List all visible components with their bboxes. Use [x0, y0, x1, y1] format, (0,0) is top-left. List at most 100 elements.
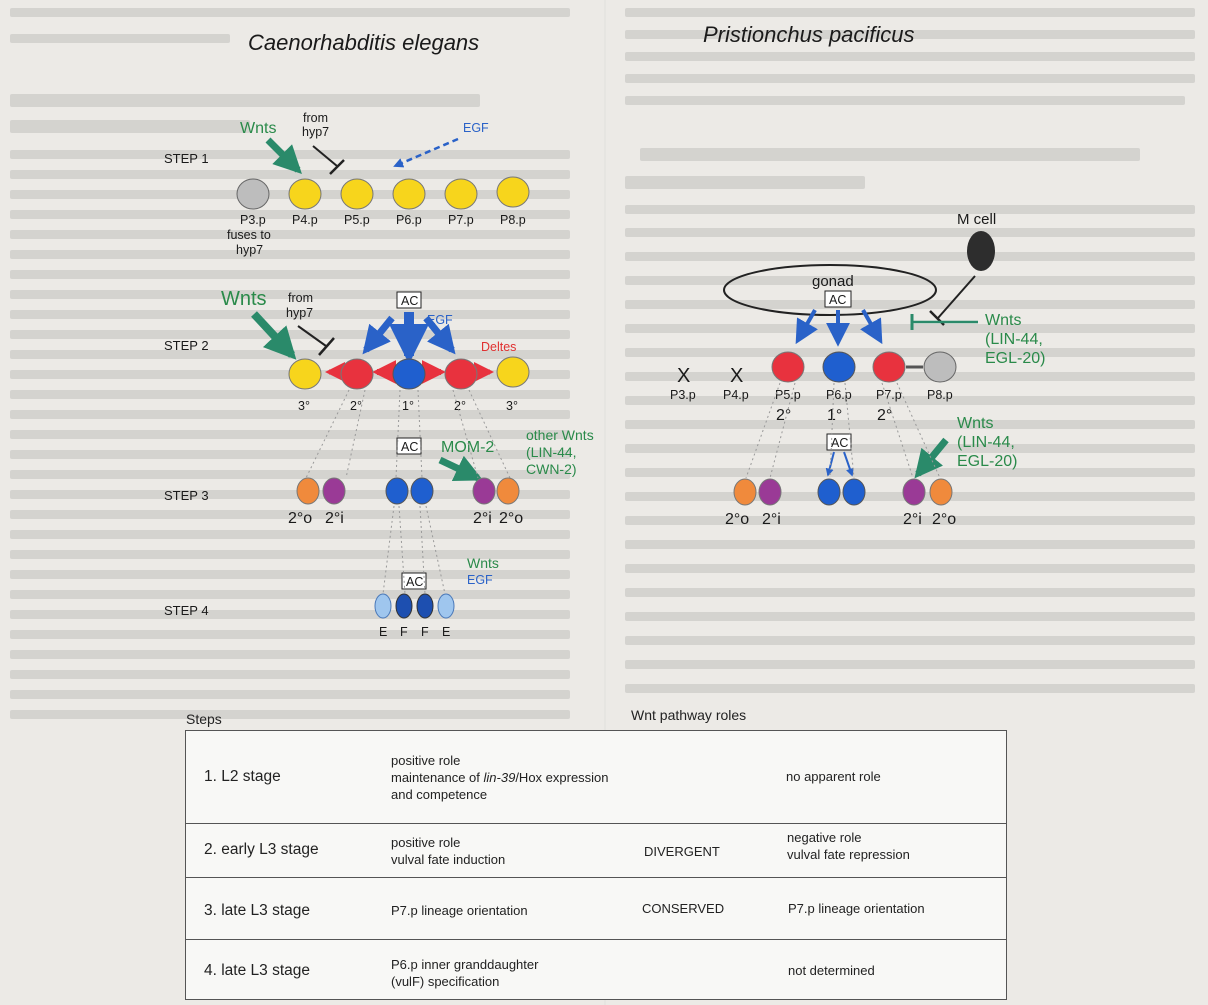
ce-role-line: vulval fate induction [391, 852, 506, 867]
table-row: 1. L2 stage positive role maintenance of… [186, 731, 1006, 823]
pp-role-line: negative role [787, 830, 862, 845]
cell-label-p7p: P7.p [448, 213, 474, 227]
anchor-cell-box [824, 290, 852, 308]
fate-label: 3° [298, 399, 310, 413]
cell-p3p [236, 178, 270, 210]
cell-primary [392, 358, 426, 390]
ac-arrow-right [843, 451, 854, 477]
pp-role-line: vulval fate repression [787, 847, 910, 862]
wnts2-line2: (LIN-44, [957, 434, 1015, 451]
wnts1-line1: Wnts [985, 312, 1021, 329]
cell-2i-left [322, 477, 346, 505]
title-c-elegans: Caenorhabditis elegans [248, 30, 479, 55]
lineage-line [395, 389, 401, 479]
relation-cell: DIVERGENT [644, 844, 720, 859]
egf-arrow [393, 137, 459, 168]
lineage-line [881, 382, 914, 479]
lineage-line [769, 382, 796, 479]
cell-label: 2°o [725, 511, 749, 528]
mom2-label: MOM-2 [441, 439, 494, 456]
cell-e-left [374, 593, 392, 619]
pp-role-cell: not determined [788, 963, 875, 978]
cell-label: F [400, 625, 408, 639]
from-hyp7-line1: from [303, 111, 328, 125]
cell-label: 2°i [762, 511, 781, 528]
lineage-line [382, 505, 395, 595]
lineage-line [452, 389, 479, 479]
cell-2o-left [296, 477, 320, 505]
wnt-roles-header: Wnt pathway roles [631, 707, 747, 723]
cell-label-p6p: P6.p [396, 213, 422, 227]
fate-label: 1° [827, 407, 842, 424]
step4-label: STEP 4 [164, 603, 209, 618]
lineage-line [829, 382, 835, 479]
table-row: 3. late L3 stage P7.p lineage orientatio… [186, 877, 1006, 940]
cell-label: P3.p [670, 388, 696, 402]
ce-role-cell: positive role vulval fate induction [391, 834, 505, 868]
wnts2-line3: EGL-20) [957, 453, 1017, 470]
gonad-outline [723, 264, 937, 316]
wnts-label: Wnts [467, 555, 499, 571]
ac-label: AC [401, 294, 418, 308]
lineage-line [468, 389, 511, 479]
cell-secondary-left [340, 358, 374, 390]
cell-label-p5p: P5.p [344, 213, 370, 227]
m-cell-inhibition-line [937, 275, 976, 319]
cell-1-right [410, 477, 434, 505]
fate-label: 2° [350, 399, 362, 413]
relation-cell: CONSERVED [642, 901, 725, 916]
cell-label: 2°i [473, 510, 492, 527]
table-row: 4. late L3 stage P6.p inner granddaughte… [186, 939, 1006, 1002]
egf-arrow-left [362, 315, 395, 355]
cell-label: P5.p [775, 388, 801, 402]
cell-1-right [842, 478, 866, 506]
cell-label: E [379, 625, 387, 639]
egf-label: EGF [467, 573, 493, 587]
from-hyp7-line1: from [288, 291, 313, 305]
step1-label: STEP 1 [164, 151, 209, 166]
cell-label-p8p: P8.p [500, 213, 526, 227]
ce-step1: STEP 1 Wnts from hyp7 EGF P3.p P4.p P5.p… [164, 111, 530, 257]
ce-role-text: /Hox expression [515, 770, 609, 785]
inhibition-line [297, 325, 327, 347]
steps-table: 1. L2 stage positive role maintenance of… [185, 730, 1007, 1000]
wnts2-arrow [914, 437, 949, 479]
ce-role-cell: positive role maintenance of lin-39/Hox … [391, 752, 609, 803]
stage-cell: 4. late L3 stage [204, 962, 310, 979]
m-cell [967, 231, 995, 271]
ce-role-line: and competence [391, 787, 488, 802]
pp-role-cell: no apparent role [786, 769, 881, 784]
ce-role-line: positive role [391, 835, 461, 850]
wnts-label: Wnts [240, 120, 276, 137]
other-wnts-line2: (LIN-44, [526, 444, 577, 460]
cell-p8p [923, 351, 957, 383]
egf-arrow-left [795, 309, 818, 345]
cell-label: P4.p [723, 388, 749, 402]
fate-label: 1° [402, 399, 414, 413]
ce-role-text: maintenance of [391, 770, 484, 785]
inhibition-bar [318, 337, 335, 356]
x-mark: X [677, 365, 690, 387]
gene-name: lin-39 [483, 770, 516, 785]
ce-role-line: maintenance of lin-39/Hox expression [391, 769, 609, 786]
cell-tertiary-right [496, 356, 530, 388]
cell-p6p [822, 351, 856, 383]
lineage-line [844, 382, 855, 479]
m-cell-label: M cell [957, 211, 996, 228]
pp-diagram: M cell gonad AC Wnts (LIN-44, EGL-20) X … [670, 211, 1045, 528]
fate-label: 2° [877, 407, 892, 424]
cell-1-left [817, 478, 841, 506]
mom2-arrow [438, 455, 484, 482]
egf-arrow-right [423, 315, 456, 355]
wnts-arrow [251, 311, 297, 360]
fuses-line1: fuses to [227, 228, 271, 242]
egf-label: EGF [463, 121, 489, 135]
inhibition-bar [329, 159, 345, 175]
ac-label: AC [829, 293, 846, 307]
ce-step2: STEP 2 Wnts from hyp7 AC EGF Deltes 3° 2… [164, 288, 530, 413]
cell-label: 2°i [903, 511, 922, 528]
cell-p7p [872, 351, 906, 383]
wnts1-line3: EGL-20) [985, 350, 1045, 367]
wnts-label: Wnts [221, 288, 267, 310]
stage-cell: 2. early L3 stage [204, 841, 319, 858]
